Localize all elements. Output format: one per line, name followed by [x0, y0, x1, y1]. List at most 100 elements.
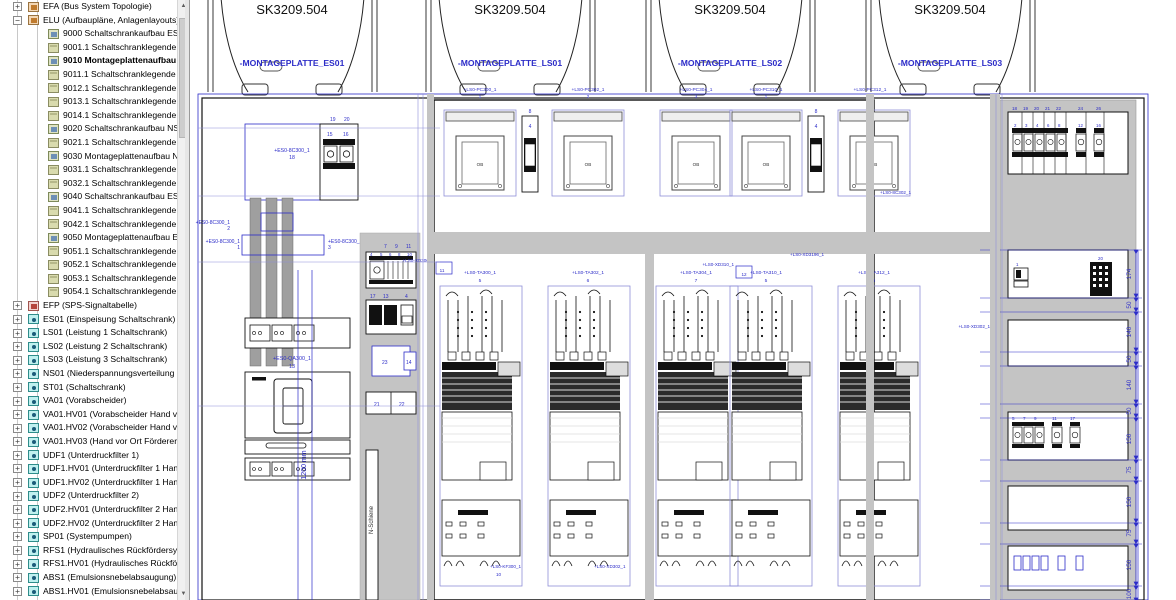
drive-bay[interactable]: +LS0-TA312_1 6 [837, 270, 921, 587]
tree-item[interactable]: +ES01 (Einspeisung Schaltschrank) [0, 313, 177, 327]
tree-item[interactable]: +VA01.HV01 (Vorabscheider Hand vor Ort 1… [0, 408, 177, 422]
project-tree-panel[interactable]: +EFA (Bus System Topologie)−ELU (Aufbaup… [0, 0, 190, 600]
ls-center-module-2[interactable]: 8 4 [807, 109, 825, 193]
tree-item[interactable]: 9040 Schaltschrankaufbau ES10, LS10, LS [0, 190, 177, 204]
drive-bay[interactable]: +LS0-TA304_1 7 [655, 270, 739, 587]
scroll-down-icon[interactable]: ▼ [178, 588, 189, 600]
tree-item[interactable]: 9014.1 Schaltschranklegende : =KAKSS1 [0, 109, 177, 123]
es01-control-column[interactable]: 7 9 11 4 5 6 8 10 17 13 4 [359, 232, 421, 600]
tree-item[interactable]: +VA01.HV03 (Hand vor Ort Förderer) [0, 435, 177, 449]
panel-ls03[interactable]: +LS0-PC304_1 3 OB [659, 87, 733, 197]
expand-icon[interactable]: + [13, 546, 22, 556]
tree-item[interactable]: +UDF2.HV01 (Unterdruckfilter 2 Hand vor … [0, 503, 177, 517]
tree-item[interactable]: 9030 Montageplattenaufbau NS01, ST01 [0, 150, 177, 164]
tree-item[interactable]: 9053.1 Schaltschranklegende : =KAKSS1 [0, 272, 177, 286]
tree-item[interactable]: +VA01 (Vorabscheider) [0, 394, 177, 408]
expand-icon[interactable]: + [13, 396, 22, 406]
tree-item[interactable]: +ABS1.HV01 (Emulsionsnebelabsaugung Har [0, 585, 177, 599]
tree-item[interactable]: +LS02 (Leistung 2 Schaltschrank) [0, 340, 177, 354]
expand-icon[interactable]: + [13, 382, 22, 392]
expand-icon[interactable]: + [13, 369, 22, 379]
drive-bay[interactable]: +LS0-TA310_1 5 [729, 270, 818, 587]
panel-es01[interactable]: 19 20 15 16 +ES0-8C300_1 18 +ES0 [196, 117, 363, 481]
expand-icon[interactable]: + [13, 505, 22, 515]
tree-item[interactable]: 9031.1 Schaltschranklegende : =KAKSS1 [0, 163, 177, 177]
tree-item[interactable]: + NS01 (Niederspannungsverteilung Schalts… [0, 367, 177, 381]
panel-ls02[interactable]: +LS0-PC302_1 2 OB [551, 87, 625, 197]
expand-icon[interactable]: + [13, 301, 22, 311]
expand-icon[interactable]: + [13, 450, 22, 460]
tree-item-label: NS01 (Niederspannungsverteilung Schaltsc [43, 368, 177, 379]
expand-icon[interactable]: + [13, 314, 22, 324]
tree-item[interactable]: +LS01 (Leistung 1 Schaltschrank) [0, 326, 177, 340]
expand-icon[interactable]: + [13, 491, 22, 501]
collapse-icon[interactable]: − [13, 15, 22, 25]
panel-splitter[interactable] [185, 0, 189, 600]
tree-item[interactable]: 9010 Montageplattenaufbau ES01, LS0 [0, 54, 177, 68]
tree-item[interactable]: +UDF1 (Unterdruckfilter 1) [0, 449, 177, 463]
tree-item[interactable]: 9032.1 Schaltschranklegende : =KAKSS1 [0, 177, 177, 191]
tree-item[interactable]: 9052.1 Schaltschranklegende : =KAKSS1 [0, 258, 177, 272]
project-tree-list[interactable]: +EFA (Bus System Topologie)−ELU (Aufbaup… [0, 0, 177, 600]
tree-item[interactable]: +UDF2 (Unterdruckfilter 2) [0, 489, 177, 503]
expand-icon[interactable]: + [13, 342, 22, 352]
tree-item[interactable]: −ELU (Aufbaupläne, Anlagenlayouts) [0, 14, 177, 28]
tree-item[interactable]: +EFP (SPS-Signaltabelle) [0, 299, 177, 313]
tree-item[interactable]: +LS03 (Leistung 3 Schaltschrank) [0, 353, 177, 367]
expand-icon[interactable]: + [13, 532, 22, 542]
panel-ls10[interactable]: OB [729, 109, 803, 197]
expand-icon[interactable]: + [13, 437, 22, 447]
expand-icon[interactable]: + [13, 573, 22, 583]
expand-icon[interactable]: + [13, 328, 22, 338]
expand-icon[interactable]: + [13, 423, 22, 433]
ls-center-module-1[interactable]: 8 4 [521, 109, 539, 193]
dimension-value: 50 [1126, 355, 1133, 363]
drive-bay[interactable]: +LS0-TA300_1 5 [439, 270, 523, 587]
drive-bay[interactable]: +LS0-TA302_1 6 [547, 270, 631, 587]
tree-item[interactable]: +SP01 (Systempumpen) [0, 530, 177, 544]
expand-icon[interactable]: + [13, 2, 22, 12]
project-tree-scroll-area[interactable]: +EFA (Bus System Topologie)−ELU (Aufbaup… [0, 0, 177, 600]
tree-item[interactable]: +ABS1 (Emulsionsnebelabsaugung) [0, 571, 177, 585]
cad-drawing-canvas[interactable]: SK3209.504 SK3209.504 SK3209.504 SK3209.… [190, 0, 1176, 600]
tree-item[interactable]: 9051.1 Schaltschranklegende : =KAKSS1 [0, 245, 177, 259]
cad-viewport[interactable]: SK3209.504 SK3209.504 SK3209.504 SK3209.… [190, 0, 1176, 600]
expand-icon[interactable]: + [13, 355, 22, 365]
folder-icon [48, 96, 59, 107]
expand-icon[interactable]: + [13, 478, 22, 488]
drive-bays[interactable]: +LS0-TA300_1 5 [439, 270, 921, 587]
tree-item[interactable]: 9041.1 Schaltschranklegende : =KAKSS1 [0, 204, 177, 218]
tree-item[interactable]: 9013.1 Schaltschranklegende : =KAKSS1 [0, 95, 177, 109]
tree-item[interactable]: +EFA (Bus System Topologie) [0, 0, 177, 14]
expand-icon[interactable]: + [13, 410, 22, 420]
device-tag: +ES0-8C300_1 [206, 239, 241, 245]
scroll-up-icon[interactable]: ▲ [178, 0, 189, 12]
expand-icon[interactable]: + [13, 586, 22, 596]
tree-item[interactable]: 9021.1 Schaltschranklegende : =KAKSS1 [0, 136, 177, 150]
tree-item[interactable]: +VA01.HV02 (Vorabscheider Hand vor Ort 2… [0, 421, 177, 435]
tree-item[interactable]: 9001.1 Schaltschranklegende : =KAKSS1 [0, 41, 177, 55]
panel-ls01[interactable]: +LS0-PC300_1 1 OB [443, 87, 517, 197]
tree-item[interactable]: 9054.1 Schaltschranklegende : =KAKSS1 [0, 285, 177, 299]
panel-ls-group-1[interactable]: +LS0-PC300_1 1 OB 8 4 [433, 87, 875, 600]
tree-item[interactable]: 9000 Schaltschrankaufbau ES01, LS01, LS [0, 27, 177, 41]
tree-item[interactable]: +UDF1.HV02 (Unterdruckfilter 1 Hand vor … [0, 476, 177, 490]
tree-item[interactable]: 9012.1 Schaltschranklegende : =KAKSS1 [0, 82, 177, 96]
tree-item[interactable]: +UDF2.HV02 (Unterdruckfilter 2 Hand vor … [0, 517, 177, 531]
panel-right-rails[interactable]: 18 19 20 21 22 24 26 2 3 4 6 8 12 [958, 99, 1137, 600]
tree-item[interactable]: 9042.1 Schaltschranklegende : =KAKSS1 [0, 218, 177, 232]
tree-item[interactable]: 9020 Schaltschrankaufbau NS01, ST01 [0, 122, 177, 136]
expand-icon[interactable]: + [13, 464, 22, 474]
dimension-value: 50 [1126, 407, 1133, 415]
tree-item[interactable]: 9050 Montageplattenaufbau ES10, LS10, [0, 231, 177, 245]
folder-icon [48, 260, 59, 271]
expand-icon[interactable]: + [13, 518, 22, 528]
tree-item[interactable]: +RFS1.HV01 (Hydraulisches Rückfördersyst… [0, 557, 177, 571]
tree-item[interactable]: 9011.1 Schaltschranklegende : =KAKSS1 [0, 68, 177, 82]
tree-item[interactable]: +RFS1 (Hydraulisches Rückfördersystem) [0, 544, 177, 558]
expand-icon[interactable]: + [13, 559, 22, 569]
tree-item[interactable]: +UDF1.HV01 (Unterdruckfilter 1 Hand vor … [0, 462, 177, 476]
panel-ls-right-bays[interactable]: +LS0-PC310_1 1 +LS0-PC312_1 2 OB [729, 87, 911, 197]
tree-item[interactable]: +ST01 (Schaltschrank) [0, 381, 177, 395]
